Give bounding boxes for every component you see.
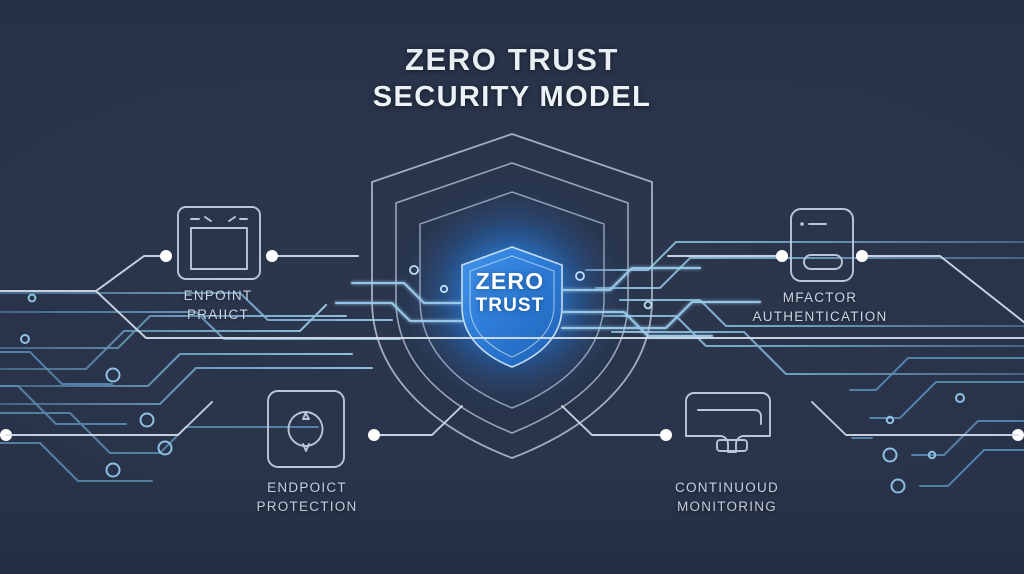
connector-baseline [5,401,1019,436]
circuit-node-right-group [882,393,965,494]
circuit-node-left-group [20,293,173,478]
connector-dot [856,250,868,262]
connector-dot [368,429,380,441]
connector-dot [266,250,278,262]
desktop-display-icon [685,392,771,453]
connector-dot [776,250,788,262]
connector-left-branch [95,290,1024,339]
shield-core [462,247,562,367]
monitor-window-icon [177,206,261,280]
zero-trust-shield [371,133,653,459]
circuit-core-node-group [409,265,653,310]
shield-core-outline [461,246,563,368]
shield-ring-mid [395,162,629,434]
circle-lock-icon [267,390,345,468]
circuit-traces-right-lower [849,357,1024,487]
connector-lines [0,255,1024,436]
circuit-traces-core [334,266,762,338]
connector-dot [660,429,672,441]
circuit-traces-left-lower [0,351,319,482]
connector-dot [160,250,172,262]
circuit-traces-left [0,291,402,406]
connector-right-trunk [861,255,1024,324]
connector-shield-to-monitoring [561,405,667,436]
shield-ring-outer [371,133,653,459]
connector-endpoint-prot-to-shield [373,405,463,436]
shield-core-inner-outline [469,255,555,358]
connector-dot-group [0,250,1024,441]
connector-left-trunk [0,255,167,292]
mobile-device-icon [790,208,854,282]
shield-ring-inner [419,191,605,409]
